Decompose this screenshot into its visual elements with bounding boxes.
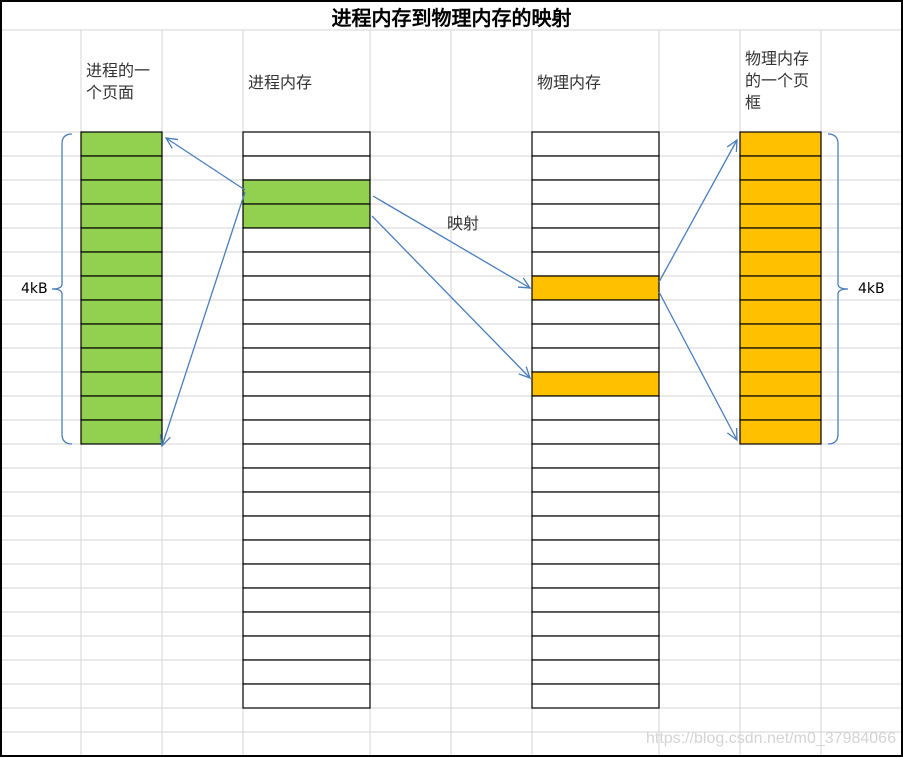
physical-frame-cell	[739, 179, 822, 205]
process-page-cell	[80, 299, 163, 325]
physical-frame-cell	[739, 275, 822, 301]
process-memory-cell	[242, 227, 371, 253]
arrow-head-icon	[726, 138, 738, 153]
mapping-label: 映射	[447, 214, 480, 233]
arrow-line	[371, 215, 531, 379]
process-page-cell	[80, 203, 163, 229]
physical-memory-cell	[531, 155, 660, 181]
process-memory-cell	[242, 683, 371, 709]
physical-frame-cell	[739, 299, 822, 325]
physical-memory-cell	[531, 683, 660, 709]
process-page-cell	[80, 155, 163, 181]
left-size-label: 4kB	[21, 281, 48, 297]
process-memory-cell	[242, 515, 371, 541]
process-memory-cell	[242, 323, 371, 349]
process-page-cell	[80, 347, 163, 373]
physical-memory-cell	[531, 275, 660, 301]
process-memory-cell	[242, 659, 371, 685]
physical-frame-cell	[739, 251, 822, 277]
process-memory-cell	[242, 131, 371, 157]
arrow-head-icon	[726, 427, 738, 442]
arrow-line	[161, 191, 246, 447]
arrow-head-icon	[517, 277, 532, 289]
physical-memory-cell	[531, 203, 660, 229]
process-memory-cell	[242, 299, 371, 325]
right-size-label: 4kB	[858, 281, 885, 297]
physical-memory-cell	[531, 611, 660, 637]
process-memory-cell	[242, 539, 371, 565]
process-memory-cell	[242, 347, 371, 373]
physical-frame-label: 物理内存 的一个页 框	[745, 49, 810, 112]
physical-memory-label: 物理内存	[537, 73, 602, 92]
physical-memory-cell	[531, 491, 660, 517]
physical-memory-cell	[531, 419, 660, 445]
arrow-line	[658, 291, 738, 441]
process-memory-cell	[242, 563, 371, 589]
process-page-label: 进程的一 个页面	[86, 61, 151, 102]
process-memory-cell	[242, 155, 371, 181]
physical-memory-cell	[531, 371, 660, 397]
process-memory-cell	[242, 467, 371, 493]
physical-frame-cell	[739, 371, 822, 397]
process-memory-cell	[242, 611, 371, 637]
process-page-cell	[80, 395, 163, 421]
process-page-cell	[80, 323, 163, 349]
physical-memory-cell	[531, 515, 660, 541]
physical-memory-cell	[531, 179, 660, 205]
process-memory-cell	[242, 419, 371, 445]
process-page-cell	[80, 131, 163, 157]
physical-memory-cell	[531, 443, 660, 469]
process-memory-cell	[242, 275, 371, 301]
physical-frame-cell	[739, 347, 822, 373]
process-memory-cell	[242, 491, 371, 517]
physical-frame-cell	[739, 227, 822, 253]
physical-memory-cell	[531, 347, 660, 373]
physical-frame-cell	[739, 131, 822, 157]
right-brace	[827, 133, 849, 445]
process-memory-cell	[242, 179, 371, 205]
process-page-cell	[80, 419, 163, 445]
process-memory-cell	[242, 203, 371, 229]
physical-memory-cell	[531, 299, 660, 325]
physical-memory-cell	[531, 251, 660, 277]
physical-frame-cell	[739, 203, 822, 229]
process-memory-label: 进程内存	[248, 73, 313, 92]
physical-memory-cell	[531, 323, 660, 349]
arrow-head-icon	[518, 366, 532, 380]
physical-memory-cell	[531, 659, 660, 685]
physical-frame-cell	[739, 155, 822, 181]
process-page-cell	[80, 371, 163, 397]
arrow-line	[165, 137, 246, 191]
physical-frame-cell	[739, 419, 822, 445]
physical-memory-cell	[531, 587, 660, 613]
process-memory-cell	[242, 251, 371, 277]
watermark: https://blog.csdn.net/m0_37984066	[646, 730, 896, 747]
process-memory-cell	[242, 635, 371, 661]
process-memory-cell	[242, 395, 371, 421]
physical-memory-cell	[531, 563, 660, 589]
physical-memory-cell	[531, 227, 660, 253]
physical-frame-cell	[739, 323, 822, 349]
left-brace	[51, 133, 73, 445]
arrow-head-icon	[159, 434, 171, 448]
process-memory-cell	[242, 587, 371, 613]
process-memory-cell	[242, 443, 371, 469]
process-page-cell	[80, 179, 163, 205]
physical-memory-cell	[531, 539, 660, 565]
arrow-line	[372, 195, 531, 289]
diagram-title: 进程内存到物理内存的映射	[331, 6, 572, 30]
physical-frame-cell	[739, 395, 822, 421]
process-page-cell	[80, 251, 163, 277]
arrow-line	[658, 139, 738, 283]
arrow-head-icon	[164, 137, 178, 149]
process-page-cell	[80, 275, 163, 301]
physical-memory-cell	[531, 467, 660, 493]
process-memory-cell	[242, 371, 371, 397]
physical-memory-cell	[531, 635, 660, 661]
physical-memory-cell	[531, 395, 660, 421]
physical-memory-cell	[531, 131, 660, 157]
process-page-cell	[80, 227, 163, 253]
